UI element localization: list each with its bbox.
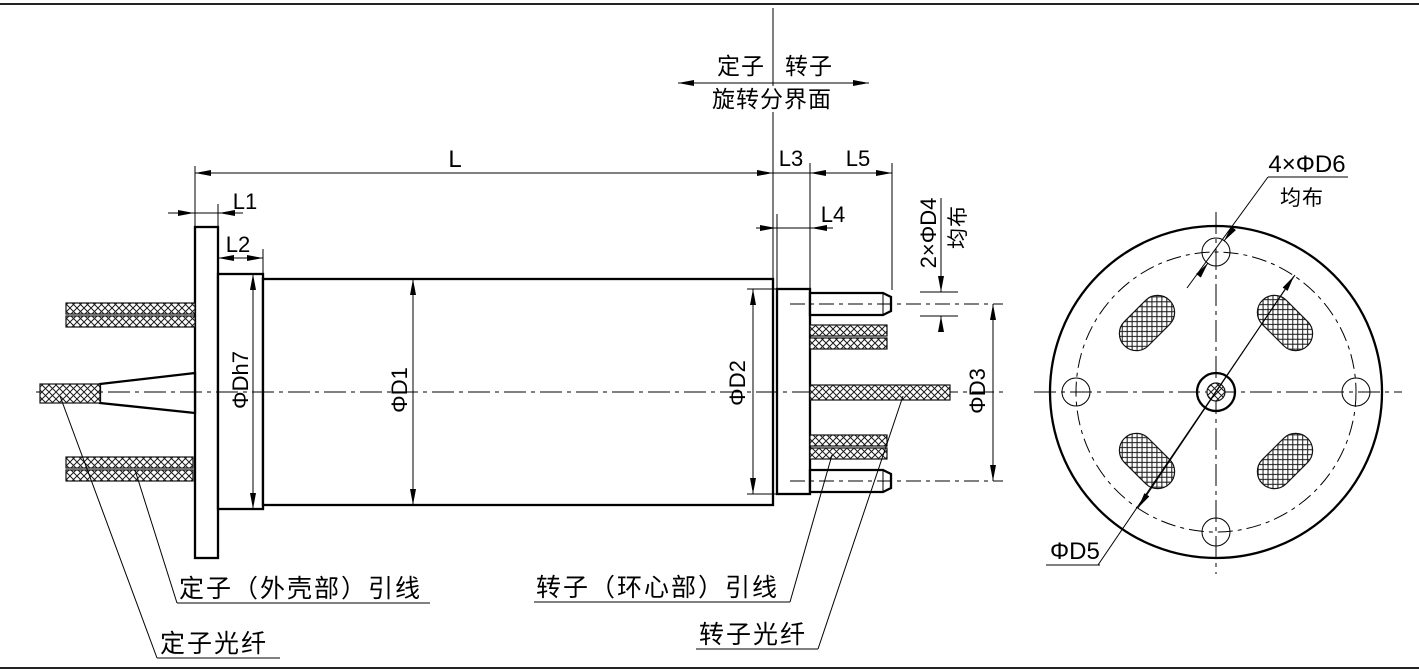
stator-side-label: 定子 (717, 53, 765, 79)
dim-label-L5: L5 (846, 146, 870, 171)
stator-lead-cable (65, 315, 196, 328)
callout-stator-fiber: 定子光纤 (160, 630, 268, 658)
center-port (1195, 371, 1237, 413)
dim-label-L2: L2 (226, 232, 250, 257)
cable-slot (1118, 294, 1176, 352)
end-view (1034, 176, 1402, 574)
cable-slot (1256, 294, 1314, 352)
rotor-lead-cable (809, 324, 888, 337)
dim-label-D1: ΦD1 (387, 367, 412, 413)
cable-slot (1256, 432, 1314, 490)
mount-hole (1201, 237, 1231, 267)
cables (39, 302, 951, 482)
dim-label-D5: ΦD5 (1050, 538, 1100, 565)
mount-hole (1061, 377, 1091, 407)
dim-label-D6: 4×ΦD6 (1268, 151, 1345, 178)
stator-lead-cable (65, 456, 194, 469)
dim-label-D2: ΦD2 (725, 360, 750, 406)
rotation-boundary-label: 旋转分界面 (712, 86, 832, 112)
dim-label-L1: L1 (233, 189, 257, 214)
dim-label-L: L (448, 146, 461, 173)
dim-label-D4: 2×ΦD4 (916, 198, 941, 269)
dim-D6-leader (1186, 176, 1269, 289)
callout-rotor-fiber: 转子光纤 (699, 621, 807, 649)
stator-lead-cable (65, 469, 194, 482)
cable-slot (1118, 432, 1176, 490)
annotation-text: 定子 转子 旋转分界面 L L1 L2 L3 L4 L5 ΦD1 ΦDh7 ΦD… (160, 53, 1346, 658)
dimension-lines (168, 80, 996, 509)
dim-label-L3: L3 (779, 146, 803, 171)
mount-hole (1341, 377, 1371, 407)
callout-stator-leads: 定子（外壳部）引线 (179, 575, 422, 603)
callout-rotor-leads: 转子（环心部）引线 (536, 574, 779, 602)
rotor-lead-cable (809, 434, 888, 447)
mount-hole (1201, 517, 1231, 547)
dim-label-D6-note: 均布 (1280, 187, 1324, 210)
stator-fiber-cable (39, 383, 101, 404)
dim-label-D3: ΦD3 (965, 368, 990, 414)
extension-lines (194, 8, 958, 495)
dim-label-D4-note: 均布 (947, 205, 970, 249)
stator-lead-cable (65, 302, 196, 315)
dim-label-L4: L4 (821, 202, 845, 227)
rotor-lead-cable (809, 447, 888, 460)
fiber-cone (98, 371, 197, 415)
rotor-side-label: 转子 (785, 53, 833, 79)
page-frame (0, 3, 1419, 669)
callout-leaders (59, 395, 904, 659)
rotor-lead-cable (809, 337, 888, 350)
dim-label-Dh7: ΦDh7 (228, 351, 253, 409)
rotor-fiber-cable (809, 384, 951, 401)
